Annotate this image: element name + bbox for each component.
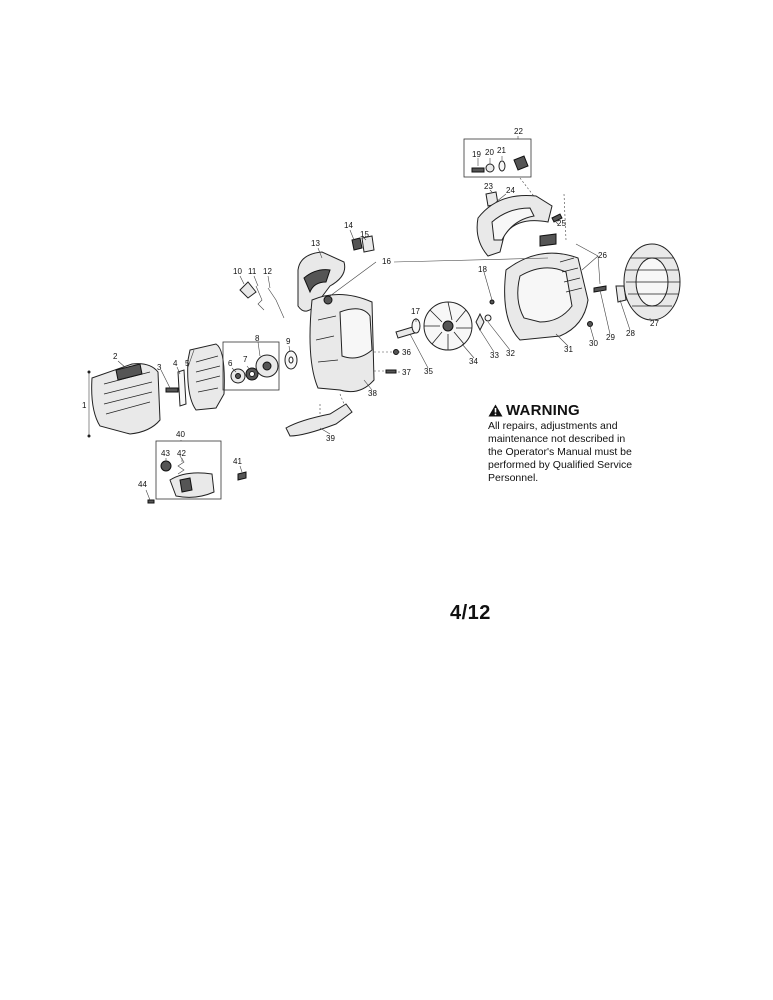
blower-housing-part-31 xyxy=(504,233,589,341)
callout-44: 44 xyxy=(138,480,147,489)
screw-part-30 xyxy=(587,321,593,327)
callout-41: 41 xyxy=(233,457,242,466)
grille-cover-part-27 xyxy=(623,243,681,321)
callout-10: 10 xyxy=(233,267,242,276)
callout-29: 29 xyxy=(606,333,615,342)
callout-37: 37 xyxy=(402,368,411,377)
warning-notice: WARNING All repairs, adjustments and mai… xyxy=(488,402,668,485)
callout-9: 9 xyxy=(286,337,291,346)
callout-31: 31 xyxy=(564,345,573,354)
clip-part-33 xyxy=(475,312,485,332)
callout-30: 30 xyxy=(589,339,598,348)
screw-part-37 xyxy=(385,369,397,374)
callout-1: 1 xyxy=(82,401,87,410)
engine-cover-part xyxy=(91,363,161,435)
callout-4: 4 xyxy=(173,359,178,368)
callout-2: 2 xyxy=(113,352,118,361)
washer-part-9 xyxy=(284,350,298,370)
clip-part-41 xyxy=(237,471,247,481)
screw-part-36 xyxy=(393,349,399,355)
callout-11: 11 xyxy=(248,267,257,276)
pulley-part-6 xyxy=(230,368,246,384)
callout-33: 33 xyxy=(490,351,499,360)
pin-part-18 xyxy=(489,299,495,305)
nut-part-20 xyxy=(485,163,495,173)
nut-part-14 xyxy=(351,237,363,251)
callout-21: 21 xyxy=(497,146,506,155)
callout-38: 38 xyxy=(368,389,377,398)
screw-part-44 xyxy=(147,499,155,504)
throttle-trigger-part-10 xyxy=(239,281,257,299)
callout-7: 7 xyxy=(243,355,248,364)
starter-housing-part-5 xyxy=(187,343,225,411)
callout-42: 42 xyxy=(177,449,186,458)
callout-23: 23 xyxy=(484,182,493,191)
screw-part-3 xyxy=(165,387,179,393)
knob-part-15 xyxy=(361,235,375,253)
callout-6: 6 xyxy=(228,359,233,368)
callout-26: 26 xyxy=(598,251,607,260)
callout-13: 13 xyxy=(311,239,320,248)
cable-part-12 xyxy=(267,287,285,319)
warning-text: All repairs, adjustments and maintenance… xyxy=(488,420,668,485)
callout-19: 19 xyxy=(472,150,481,159)
callout-40: 40 xyxy=(176,430,185,439)
warning-heading: WARNING xyxy=(488,402,668,419)
callout-27: 27 xyxy=(650,319,659,328)
callout-22: 22 xyxy=(514,127,523,136)
spring-part-7 xyxy=(245,367,259,381)
gasket-part-4 xyxy=(177,369,187,407)
throttle-assembly-part-40 xyxy=(169,472,215,498)
callout-8: 8 xyxy=(255,334,260,343)
callout-36: 36 xyxy=(402,348,411,357)
callout-32: 32 xyxy=(506,349,515,358)
spacer-part-28 xyxy=(615,285,627,303)
rear-handle-part-24 xyxy=(476,194,553,257)
clip-part-22 xyxy=(513,155,529,171)
main-housing-part-38 xyxy=(309,294,375,393)
tube-part-39 xyxy=(285,403,353,437)
callout-3: 3 xyxy=(157,363,162,372)
callout-39: 39 xyxy=(326,434,335,443)
screw-part-29 xyxy=(593,285,607,293)
callout-17: 17 xyxy=(411,307,420,316)
callout-24: 24 xyxy=(506,186,515,195)
warning-line: Personnel. xyxy=(488,472,539,484)
screw-part-19 xyxy=(471,167,485,173)
warning-line: the Operator's Manual must be xyxy=(488,446,632,458)
callout-28: 28 xyxy=(626,329,635,338)
callout-12: 12 xyxy=(263,267,272,276)
washer-part-32 xyxy=(484,314,492,322)
warning-line: maintenance not described in xyxy=(488,433,626,445)
spring-part-42 xyxy=(177,455,185,475)
callout-15: 15 xyxy=(360,230,369,239)
callout-5: 5 xyxy=(185,359,190,368)
spring-part-11 xyxy=(255,285,265,311)
callout-43: 43 xyxy=(161,449,170,458)
callout-25: 25 xyxy=(557,219,566,228)
warning-triangle-icon xyxy=(488,404,503,417)
callout-18: 18 xyxy=(478,265,487,274)
page-number: 4/12 xyxy=(450,602,491,624)
callout-20: 20 xyxy=(485,148,494,157)
callout-14: 14 xyxy=(344,221,353,230)
impeller-fan-part-34 xyxy=(423,301,473,351)
screw-part-25 xyxy=(551,213,563,223)
warning-title: WARNING xyxy=(506,402,580,419)
reel-part-8 xyxy=(255,354,279,378)
nut-part-43 xyxy=(160,460,172,472)
handle-part-13 xyxy=(297,251,346,312)
callout-16: 16 xyxy=(382,257,391,266)
warning-line: All repairs, adjustments and xyxy=(488,420,618,432)
callout-34: 34 xyxy=(469,357,478,366)
callout-35: 35 xyxy=(424,367,433,376)
warning-line: performed by Qualified Service xyxy=(488,459,633,471)
washer-part-21 xyxy=(498,160,506,172)
